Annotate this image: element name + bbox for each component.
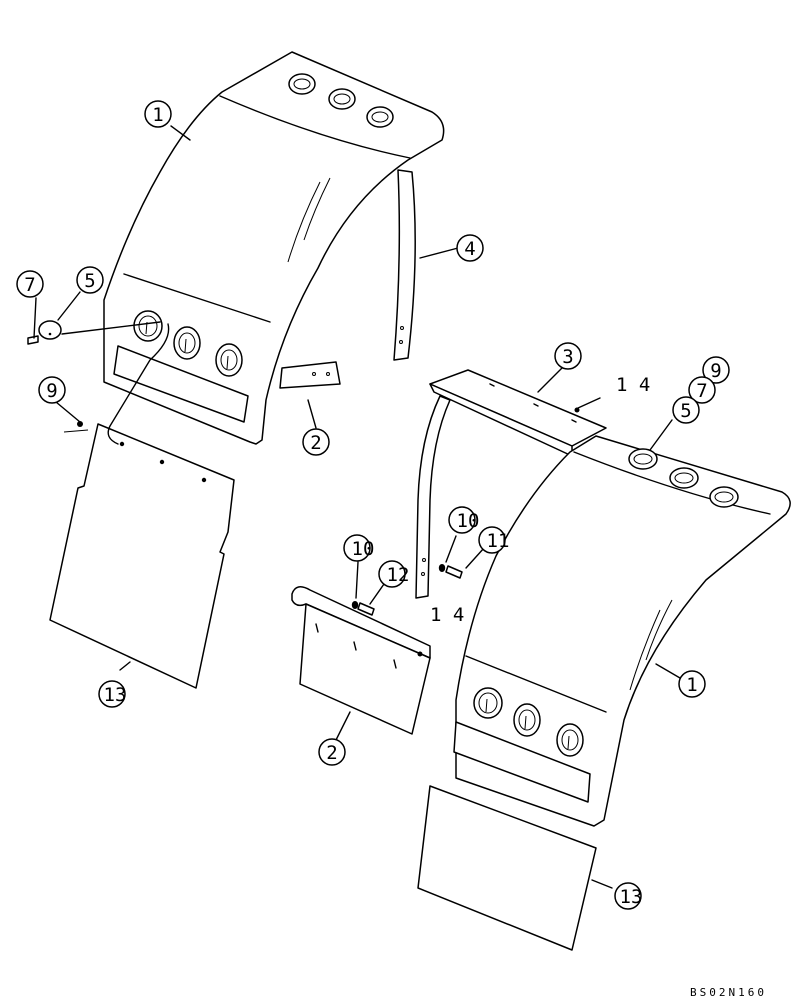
- callout-3: 3: [554, 342, 582, 370]
- callout-13-right: 13: [614, 882, 643, 910]
- svg-text:3: 3: [562, 346, 573, 368]
- svg-text:4: 4: [464, 238, 475, 260]
- screw-left: [27, 335, 39, 345]
- svg-text:7: 7: [24, 274, 35, 296]
- svg-text:9: 9: [710, 360, 721, 382]
- callout-2-right: 2: [318, 738, 346, 766]
- left-small-bracket: [279, 361, 341, 389]
- svg-text:7: 7: [696, 380, 707, 402]
- svg-text:5: 5: [84, 270, 95, 292]
- right-vertical-strap: [415, 395, 451, 599]
- svg-text:1: 1: [152, 104, 163, 126]
- svg-text:5: 5: [680, 400, 691, 422]
- rear-brace: [393, 169, 416, 361]
- callout-7-left: 7: [16, 270, 44, 298]
- label-14-mid: 1 4: [430, 604, 464, 626]
- svg-text:10: 10: [352, 538, 375, 560]
- svg-text:2: 2: [326, 742, 337, 764]
- right-fender: [453, 435, 791, 827]
- right-upper-bracket: [429, 369, 607, 457]
- callout-10-left: 10: [343, 534, 375, 562]
- callout-10-right: 10: [448, 506, 480, 534]
- svg-text:2: 2: [310, 432, 321, 454]
- callout-7-right: 7: [688, 376, 716, 404]
- svg-text:9: 9: [46, 380, 57, 402]
- label-14-top: 1 4: [616, 374, 650, 396]
- svg-text:13: 13: [620, 886, 643, 908]
- callout-9-right: 9: [702, 356, 730, 384]
- callout-12: 12: [378, 560, 410, 588]
- callout-9-left: 9: [38, 376, 66, 404]
- right-mud-flap: [417, 785, 597, 951]
- svg-text:10: 10: [457, 510, 480, 532]
- svg-text:1: 1: [686, 674, 697, 696]
- drawing-code: BS02N160: [690, 986, 767, 999]
- reflector-left: [38, 320, 62, 340]
- nut-left: [77, 421, 83, 427]
- svg-text:11: 11: [487, 530, 510, 552]
- callout-11: 11: [478, 526, 510, 554]
- left-mud-flap: [49, 423, 235, 689]
- callout-13-left: 13: [98, 680, 127, 708]
- callout-1-left: 1: [144, 100, 172, 128]
- left-fender: [103, 51, 445, 445]
- right-lower-bracket: [291, 586, 431, 735]
- callout-1-right: 1: [678, 670, 706, 698]
- callout-4: 4: [456, 234, 484, 262]
- svg-text:13: 13: [104, 684, 127, 706]
- callout-5-left: 5: [76, 266, 104, 294]
- svg-text:12: 12: [387, 564, 410, 586]
- callout-2-left: 2: [302, 428, 330, 456]
- callout-5-right: 5: [672, 396, 700, 424]
- leader-lines: [33, 125, 681, 889]
